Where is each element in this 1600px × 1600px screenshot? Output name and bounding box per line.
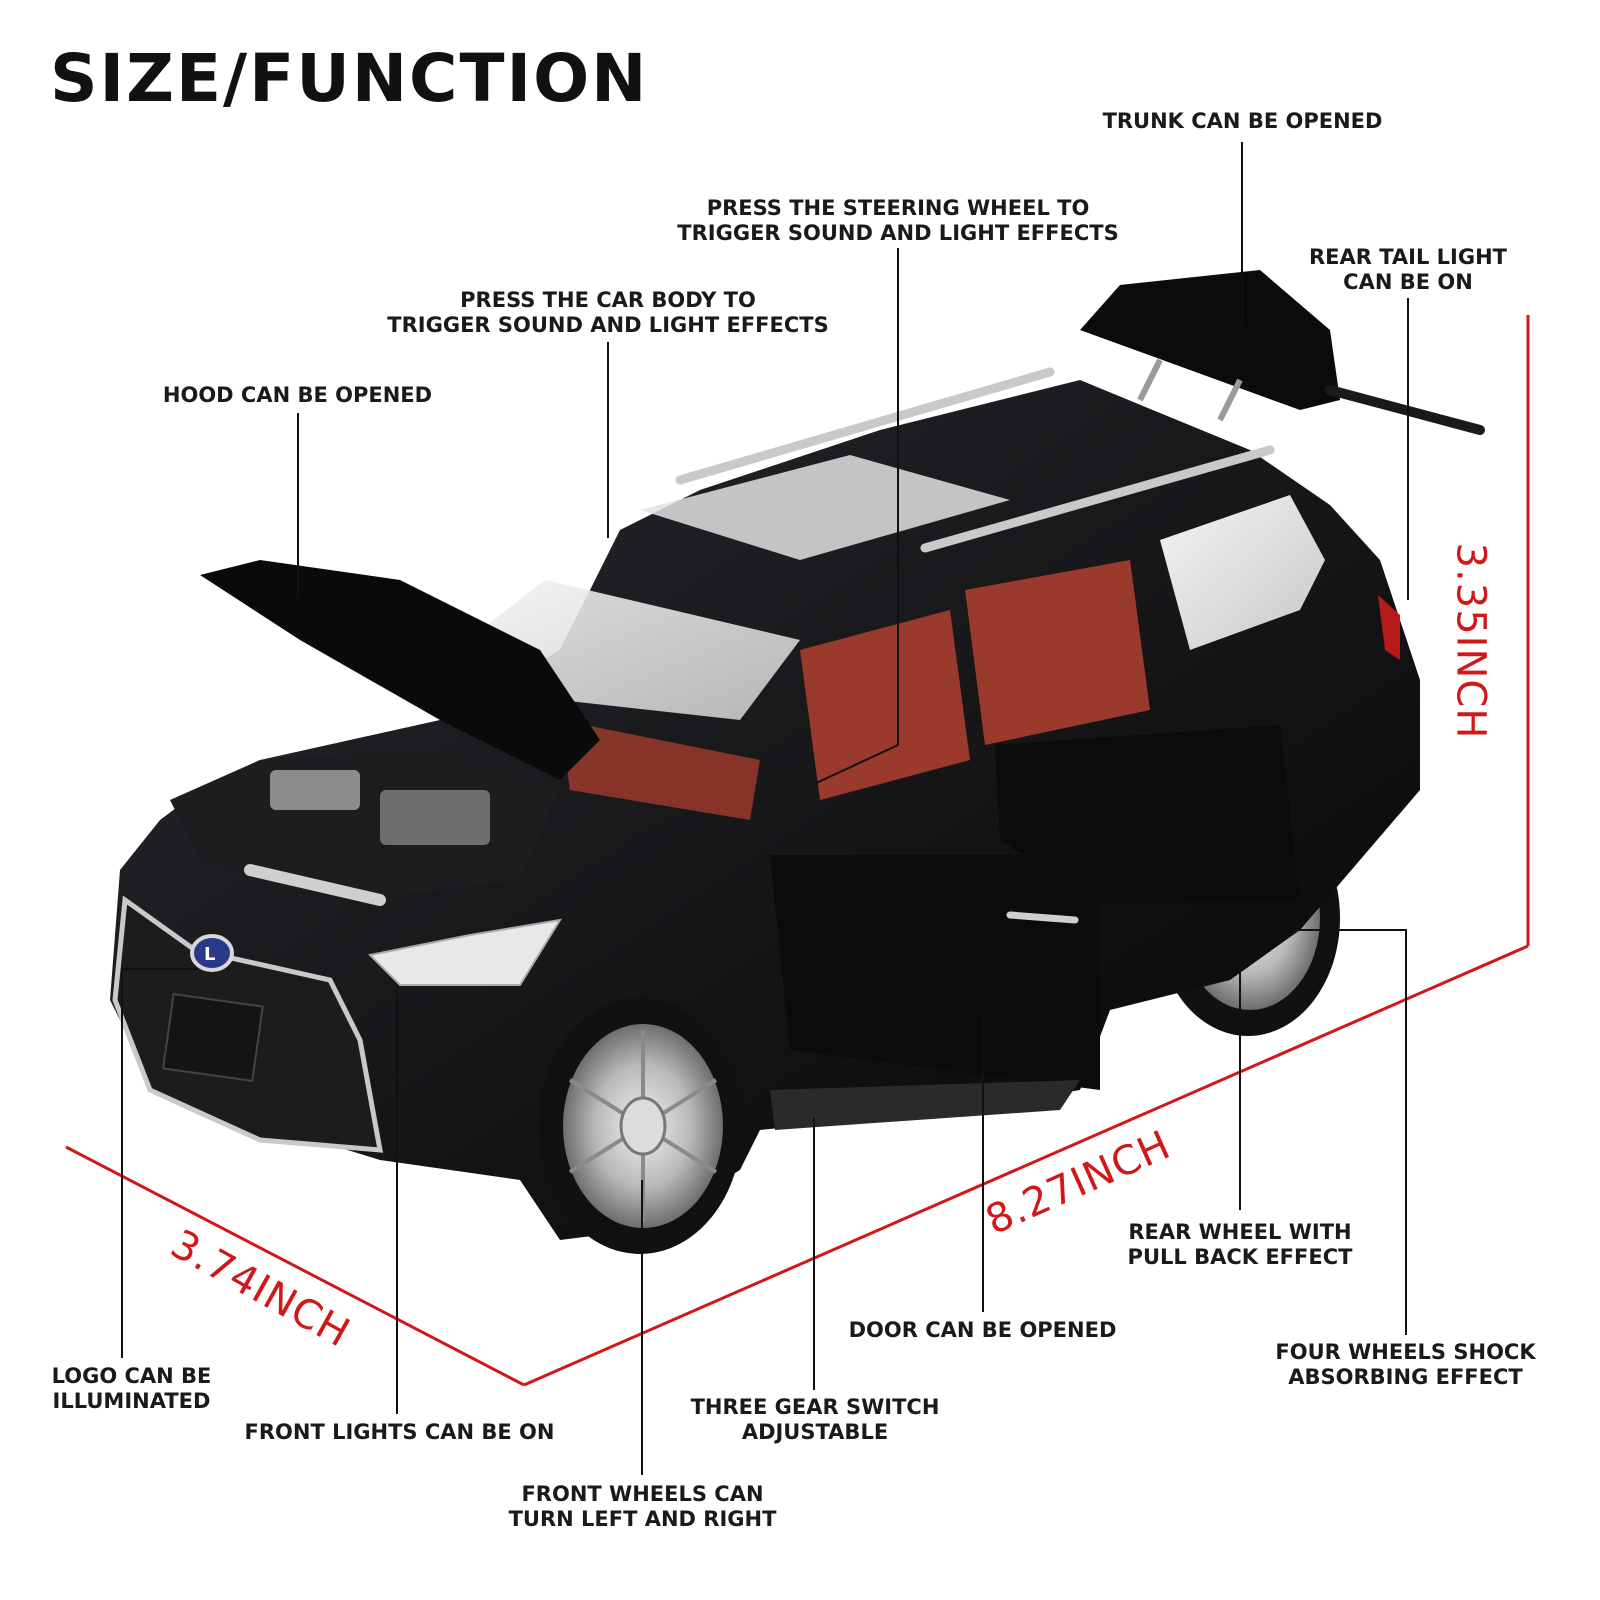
callout-line: TRUNK CAN BE OPENED [1102,109,1383,133]
roof-rail [675,367,1055,485]
callout-logo: LOGO CAN BE ILLUMINATED [44,1364,219,1414]
callout-trunk: TRUNK CAN BE OPENED [1080,109,1405,134]
engine-bay [170,750,560,906]
callout-line: THREE GEAR SWITCH [690,1395,940,1419]
trunk-lid [1080,270,1485,435]
callout-door: DOOR CAN BE OPENED [840,1318,1125,1343]
callout-line: FOUR WHEELS SHOCK [1275,1340,1536,1364]
front-wheel [538,998,742,1254]
callout-front-lights: FRONT LIGHTS CAN BE ON [237,1420,562,1445]
callout-tail-light: REAR TAIL LIGHT CAN BE ON [1282,245,1534,295]
interior [560,560,1150,820]
callout-front-wheels: FRONT WHEELS CAN TURN LEFT AND RIGHT [505,1482,780,1532]
length-dimension-line [523,944,1529,1387]
callout-shock-absorbing: FOUR WHEELS SHOCK ABSORBING EFFECT [1268,1340,1543,1390]
callout-line: FRONT LIGHTS CAN BE ON [244,1420,555,1444]
callout-line: TRIGGER SOUND AND LIGHT EFFECTS [387,313,829,337]
callout-steering-wheel: PRESS THE STEERING WHEEL TO TRIGGER SOUN… [658,196,1138,246]
roof-rail [920,445,1275,553]
callout-rear-wheel: REAR WHEEL WITH PULL BACK EFFECT [1120,1220,1360,1270]
tail-light [1378,595,1400,660]
callout-line: DOOR CAN BE OPENED [848,1318,1117,1342]
license-plate [162,992,264,1083]
callout-line: REAR WHEEL WITH [1128,1220,1352,1244]
sunroof [640,455,1010,560]
logo-emblem: L [190,934,234,972]
callout-line: PRESS THE CAR BODY TO [460,288,756,312]
callout-line: HOOD CAN BE OPENED [162,383,433,407]
side-step [770,1080,1080,1130]
dimension-height-label: 3.35INCH [1447,542,1494,740]
svg-text:L: L [204,944,215,965]
callout-line: TRIGGER SOUND AND LIGHT EFFECTS [677,221,1119,245]
callout-line: ILLUMINATED [52,1389,211,1413]
callout-line: ADJUSTABLE [741,1420,889,1444]
callout-line: REAR TAIL LIGHT [1308,245,1508,269]
callout-line: TURN LEFT AND RIGHT [508,1507,777,1531]
callout-line: PRESS THE STEERING WHEEL TO [706,196,1090,220]
callout-line: PULL BACK EFFECT [1127,1245,1353,1269]
headlight [367,918,563,986]
rear-side-window [1160,495,1325,650]
hood [200,560,600,780]
callout-car-body: PRESS THE CAR BODY TO TRIGGER SOUND AND … [368,288,848,338]
width-dimension-line [65,1145,525,1387]
callout-line: CAN BE ON [1343,270,1473,294]
front-door [770,855,1100,1090]
dimension-lines [65,315,1530,1387]
callout-gear-switch: THREE GEAR SWITCH ADJUSTABLE [685,1395,945,1445]
callout-line: FRONT WHEELS CAN [521,1482,764,1506]
page-title: SIZE/FUNCTION [50,40,649,117]
rear-door [995,725,1300,905]
callout-hood: HOOD CAN BE OPENED [150,383,445,408]
leader-lines [121,142,1409,1475]
callout-line: LOGO CAN BE [51,1364,212,1388]
callout-line: ABSORBING EFFECT [1288,1365,1523,1389]
